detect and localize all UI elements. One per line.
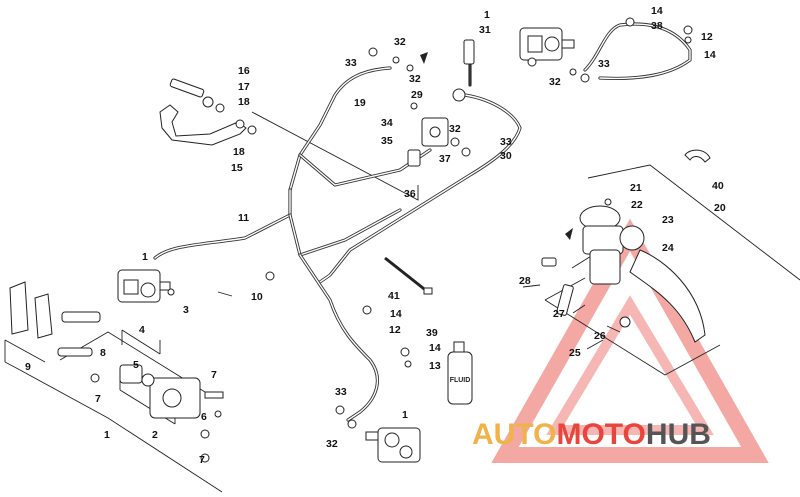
callout-19: 19 [354, 97, 366, 109]
pedal-bolt [169, 78, 257, 135]
master-cylinder [541, 198, 706, 343]
callout-26: 26 [594, 330, 606, 342]
watermark-word-auto: AUTO [472, 418, 556, 451]
callout-33: 33 [345, 57, 357, 69]
watermark-logo [491, 218, 769, 463]
callout-32: 32 [326, 438, 338, 450]
callout-5: 5 [133, 359, 139, 371]
callout-18: 18 [238, 96, 250, 108]
callout-39: 39 [426, 327, 438, 339]
proportioning-valve [407, 117, 471, 167]
callout-1: 1 [104, 429, 110, 441]
bottle-label: FLUID [450, 377, 471, 384]
watermark-triangle-outer [491, 218, 769, 463]
callout-23: 23 [662, 214, 674, 226]
callout-8: 8 [100, 347, 106, 359]
callout-14: 14 [651, 5, 663, 17]
caliper-assembly-left [119, 364, 224, 419]
brake-fluid-bottle: FLUID [447, 341, 473, 405]
callout-30: 30 [500, 150, 512, 162]
callout-27: 27 [553, 308, 565, 320]
callout-37: 37 [439, 153, 451, 165]
callout-33: 33 [335, 386, 347, 398]
watermark-word-hub: HUB [646, 418, 711, 451]
callout-1: 1 [142, 251, 148, 263]
caliper-top [519, 27, 575, 67]
banjo-fitting [452, 39, 475, 102]
watermark-word-moto: MOTO [556, 418, 645, 451]
caliper-bottom [365, 427, 421, 463]
callout-17: 17 [238, 81, 250, 93]
callout-32: 32 [409, 73, 421, 85]
callout-29: 29 [411, 89, 423, 101]
callout-14: 14 [429, 342, 441, 354]
hose-clip [684, 149, 711, 163]
callout-22: 22 [631, 199, 643, 211]
callout-14: 14 [390, 308, 402, 320]
svg-text:AUTOMOTOHUB: AUTOMOTOHUB [472, 418, 711, 451]
callout-20: 20 [714, 202, 726, 214]
callout-7: 7 [211, 369, 217, 381]
callout-41: 41 [388, 290, 400, 302]
callout-6: 6 [201, 411, 207, 423]
callout-16: 16 [238, 65, 250, 77]
fasteners [90, 17, 693, 463]
callout-12: 12 [389, 324, 401, 336]
callout-15: 15 [231, 162, 243, 174]
callout-labels: 1 1 1 1 2 3 4 5 6 7 7 7 8 9 10 11 12 12 … [25, 5, 726, 466]
callout-14: 14 [704, 49, 716, 61]
callout-13: 13 [429, 360, 441, 372]
callout-10: 10 [251, 291, 263, 303]
callout-28: 28 [519, 275, 531, 287]
watermark-triangle-inner [546, 295, 714, 435]
callout-32: 32 [394, 36, 406, 48]
callout-2: 2 [152, 429, 158, 441]
callout-7: 7 [199, 454, 205, 466]
callout-31: 31 [479, 24, 491, 36]
callout-3: 3 [183, 304, 189, 316]
callout-34: 34 [381, 117, 393, 129]
callout-33: 33 [598, 58, 610, 70]
callout-1: 1 [402, 409, 408, 421]
callout-35: 35 [381, 135, 393, 147]
callout-32: 32 [549, 76, 561, 88]
callout-4: 4 [139, 324, 145, 336]
callout-18: 18 [233, 146, 245, 158]
callout-12: 12 [701, 31, 713, 43]
cable-tie [384, 256, 433, 295]
callout-32: 32 [449, 123, 461, 135]
bracket-plates [9, 281, 101, 357]
callout-1: 1 [484, 9, 490, 21]
callout-25: 25 [569, 347, 581, 359]
brake-pedal [159, 104, 247, 146]
callout-33: 33 [500, 136, 512, 148]
caliper-left [117, 269, 171, 303]
callout-21: 21 [630, 182, 642, 194]
callout-11: 11 [238, 212, 249, 224]
callout-24: 24 [662, 242, 674, 254]
watermark-text: AUTOMOTOHUB [472, 418, 711, 451]
callout-36: 36 [404, 188, 416, 200]
callout-7: 7 [95, 393, 101, 405]
callout-38: 38 [651, 20, 663, 32]
callout-40: 40 [712, 180, 724, 192]
callout-9: 9 [25, 361, 31, 373]
